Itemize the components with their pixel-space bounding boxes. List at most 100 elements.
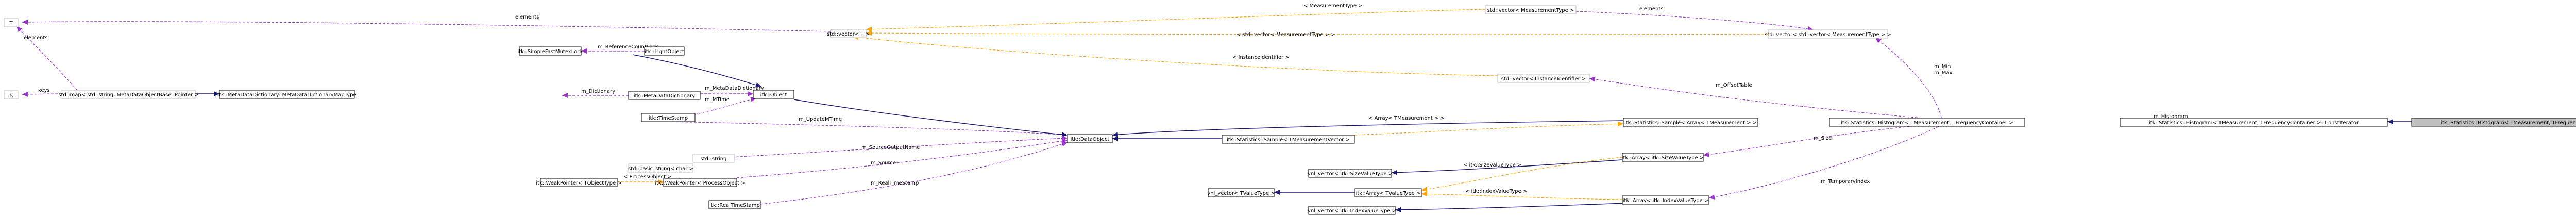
edge-label: elements (24, 35, 47, 41)
node-time-stamp[interactable]: itk::TimeStamp (641, 113, 696, 122)
edge-label: m_MetaDataDictionary (705, 86, 764, 91)
svg-text:itk::LightObject: itk::LightObject (645, 49, 684, 55)
node-vnl-vector-size-value[interactable]: vnl_vector< itk::SizeValueType > (1308, 169, 1393, 178)
edge-source-output-name (711, 136, 1068, 159)
node-vector-vector-measurement-type[interactable]: std::vector< std::vector< MeasurementTyp… (1765, 29, 1891, 39)
svg-text:std::map< std::string, MetaDat: std::map< std::string, MetaDataObjectBas… (58, 92, 198, 98)
node-light-object[interactable]: itk::LightObject (644, 46, 685, 56)
node-k[interactable]: K (4, 90, 19, 99)
node-std-map[interactable]: std::map< std::string, MetaDataObjectBas… (58, 90, 199, 99)
edge-size-value-type-template (1421, 157, 1623, 192)
edge-label: < MeasurementType > (1303, 3, 1363, 9)
edge-label: elements (1639, 6, 1663, 12)
svg-text:T: T (9, 21, 13, 26)
svg-text:std::vector< T >: std::vector< T > (827, 31, 870, 37)
node-vnl-vector-index-value[interactable]: vnl_vector< itk::IndexValueType > (1308, 206, 1396, 215)
edge-label: elements (515, 14, 539, 20)
node-array-size-value[interactable]: itk::Array< itk::SizeValueType > (1622, 153, 1704, 162)
node-iterator[interactable]: itk::Statistics::Histogram< TMeasurement… (2411, 118, 2576, 127)
edge-label: m_MTime (705, 97, 730, 103)
node-std-string[interactable]: std::string (692, 154, 735, 163)
edge-label: m_Size (1814, 136, 1832, 141)
svg-text:itk::Array< TValueType >: itk::Array< TValueType > (1356, 191, 1421, 196)
svg-text:itk::MetaDataDictionary::MetaD: itk::MetaDataDictionary::MetaDataDiction… (217, 92, 356, 98)
edge-dataobject-to-sample-array (1112, 120, 1624, 138)
edge-index-value-type-template (1421, 191, 1623, 200)
node-vnl-vector-tvalue[interactable]: vnl_vector< TValueType > (1207, 188, 1275, 197)
node-real-time-stamp[interactable]: itk::RealTimeStamp (708, 200, 761, 209)
node-vector-t[interactable]: std::vector< T > (827, 29, 870, 38)
edge-mtime (694, 97, 757, 115)
svg-text:vnl_vector< itk::SizeValueType: vnl_vector< itk::SizeValueType > (1308, 171, 1393, 177)
svg-text:vnl_vector< itk::IndexValueTyp: vnl_vector< itk::IndexValueType > (1308, 208, 1396, 214)
edge-array-tmeasurement-template (1354, 121, 1624, 136)
svg-text:itk::Object: itk::Object (760, 92, 787, 98)
edge-label: m_SourceOutputName (861, 145, 920, 151)
edge-update-mtime (669, 121, 1068, 138)
node-simple-fast-mutex-lock[interactable]: itk::SimpleFastMutexLock (517, 46, 583, 56)
edge-label: m_RealTimeStamp (871, 180, 919, 186)
node-weak-pointer-tobject[interactable]: itk::WeakPointer< TObjectType > (536, 178, 622, 187)
svg-text:std::vector< std::vector< Meas: std::vector< std::vector< MeasurementTyp… (1765, 32, 1891, 38)
edge-lightobject-to-object (632, 54, 762, 88)
node-meta-data-dictionary[interactable]: itk::MetaDataDictionary (628, 91, 701, 100)
edge-offset-table (1589, 76, 1922, 119)
svg-text:itk::Statistics::Sample< TMeas: itk::Statistics::Sample< TMeasurementVec… (1227, 137, 1350, 143)
edge-label: keys (38, 88, 50, 93)
node-sample-measurement-vector[interactable]: itk::Statistics::Sample< TMeasurementVec… (1222, 135, 1355, 144)
edge-size (1703, 125, 1922, 157)
node-vector-instance-identifier[interactable]: std::vector< InstanceIdentifier > (1497, 74, 1590, 83)
edge-real-time-stamp (760, 141, 1068, 205)
edge-label: < Array< TMeasurement > > (1368, 115, 1445, 121)
svg-text:itk::DataObject: itk::DataObject (1071, 137, 1110, 142)
node-data-object[interactable]: itk::DataObject (1067, 134, 1113, 143)
svg-text:itk::Statistics::Histogram< TM: itk::Statistics::Histogram< TMeasurement… (1841, 120, 2013, 126)
edge-min-max (1875, 37, 1943, 122)
edge-elements-vector-t (22, 19, 831, 32)
svg-text:itk::RealTimeStamp: itk::RealTimeStamp (709, 203, 760, 208)
svg-text:itk::Array< itk::IndexValueTyp: itk::Array< itk::IndexValueType > (1623, 198, 1708, 204)
svg-text:itk::MetaDataDictionary: itk::MetaDataDictionary (634, 93, 695, 99)
edge-label: m_OffsetTable (1716, 82, 1752, 88)
edge-instance-identifier-template (852, 35, 1498, 76)
svg-text:std::basic_string< char >: std::basic_string< char > (628, 166, 693, 172)
node-weak-pointer-process-object[interactable]: itk::WeakPointer< ProcessObject > (655, 178, 745, 187)
svg-text:itk::Statistics::Histogram< TM: itk::Statistics::Histogram< TMeasurement… (2441, 120, 2576, 126)
edge-label: < itk::SizeValueType > (1463, 162, 1521, 168)
node-histogram[interactable]: itk::Statistics::Histogram< TMeasurement… (1829, 118, 2025, 127)
svg-text:itk::WeakPointer< TObjectType: itk::WeakPointer< TObjectType > (536, 180, 621, 186)
edge-label: m_UpdateMTime (799, 117, 842, 122)
node-object[interactable]: itk::Object (753, 90, 794, 99)
node-t[interactable]: T (4, 18, 19, 27)
node-sample-array-measurement[interactable]: itk::Statistics::Sample< Array< TMeasure… (1623, 118, 1758, 127)
edge-label: m_TemporaryIndex (1821, 179, 1870, 185)
nodes: T K std::map< std::string, MetaDataObjec… (4, 5, 2576, 215)
edge-measurement-type-template (866, 9, 1486, 32)
edge-vector-measurement-type-template (866, 30, 1769, 36)
edge-label: m_Dictionary (581, 89, 615, 94)
svg-text:itk::Statistics::Histogram< TM: itk::Statistics::Histogram< TMeasurement… (2149, 120, 2359, 126)
edge-elements-map (16, 26, 78, 91)
svg-text:std::vector< InstanceIdentifie: std::vector< InstanceIdentifier > (1501, 76, 1586, 82)
edge-source (736, 138, 1068, 178)
svg-text:vnl_vector< TValueType >: vnl_vector< TValueType > (1207, 191, 1275, 196)
node-array-index-value[interactable]: itk::Array< itk::IndexValueType > (1622, 195, 1709, 205)
svg-text:itk::SimpleFastMutexLock: itk::SimpleFastMutexLock (517, 49, 583, 55)
node-meta-data-dictionary-map-type[interactable]: itk::MetaDataDictionary::MetaDataDiction… (217, 90, 357, 99)
edge-vnl-to-array-size (1391, 159, 1623, 175)
edge-vnl-to-array-index (1395, 203, 1626, 212)
node-const-iterator[interactable]: itk::Statistics::Histogram< TMeasurement… (2120, 118, 2388, 127)
svg-text:std::string: std::string (701, 156, 727, 162)
svg-text:itk::WeakPointer< ProcessObjec: itk::WeakPointer< ProcessObject > (655, 180, 745, 186)
node-array-tvalue[interactable]: itk::Array< TValueType > (1354, 188, 1422, 197)
edge-label: m_Histogram (2154, 114, 2188, 120)
svg-text:K: K (9, 93, 13, 98)
edge-label: < ProcessObject > (623, 174, 672, 180)
node-vector-measurement-type[interactable]: std::vector< MeasurementType > (1485, 5, 1577, 14)
edge-object-to-dataobject (793, 99, 1068, 137)
edge-elements-measurement (1575, 11, 1814, 31)
node-basic-string[interactable]: std::basic_string< char > (628, 163, 693, 173)
edge-label: < InstanceIdentifier > (1232, 55, 1290, 60)
